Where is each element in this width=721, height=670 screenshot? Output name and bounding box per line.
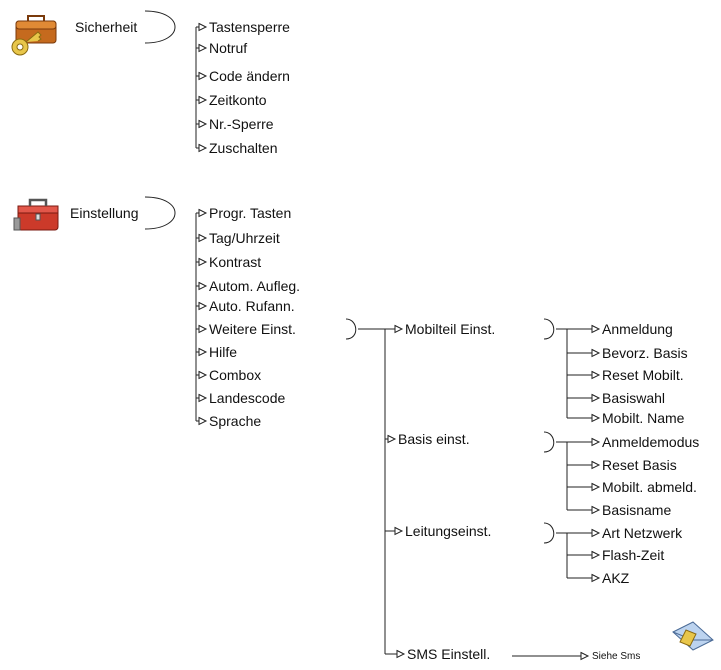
arrow-head <box>591 482 601 492</box>
einstellung-item-6: Hilfe <box>209 344 238 360</box>
briefcase-key-icon <box>11 15 57 56</box>
group-0-item-2: Reset Mobilt. <box>602 367 684 383</box>
einstellung-item-1: Tag/Uhrzeit <box>209 230 280 246</box>
sicherheit-item-3: Zeitkonto <box>209 92 267 108</box>
sicherheit-item-4: Nr.-Sperre <box>209 116 274 132</box>
group-1-item-1: Reset Basis <box>602 457 677 473</box>
arrow-head <box>591 550 601 560</box>
sicherheit-item-2: Code ändern <box>209 68 290 84</box>
menu-bracket <box>345 318 357 340</box>
group-1-item-3: Basisname <box>602 502 672 518</box>
sicherheit-item-5: Zuschalten <box>209 140 278 156</box>
sub-group-title-2: Leitungseinst. <box>405 523 492 539</box>
arrow-head <box>396 649 406 659</box>
arrow-head <box>394 324 404 334</box>
einstellung-item-3: Autom. Aufleg. <box>209 278 301 294</box>
arrow-head <box>591 324 601 334</box>
arrow-head <box>591 460 601 470</box>
toolbox-icon <box>13 198 59 231</box>
arrow-head <box>591 393 601 403</box>
group-2-item-0: Art Netzwerk <box>602 525 683 541</box>
arrow-head <box>591 573 601 583</box>
arrow-head <box>198 324 208 334</box>
arrow-head <box>591 413 601 423</box>
group-1-item-2: Mobilt. abmeld. <box>602 479 697 495</box>
arrow-head <box>198 119 208 129</box>
arrow-head <box>198 95 208 105</box>
einstellung-item-8: Landescode <box>209 390 286 406</box>
arrow-head <box>591 505 601 515</box>
menu-bracket <box>144 196 176 230</box>
arrow-head <box>198 281 208 291</box>
group-2-item-2: AKZ <box>602 570 630 586</box>
arrow-head <box>591 528 601 538</box>
menu-bracket <box>543 522 555 544</box>
arrow-head <box>591 437 601 447</box>
menu-bracket <box>144 10 176 44</box>
group-0-item-3: Basiswahl <box>602 390 666 406</box>
menu-bracket <box>543 431 555 453</box>
arrow-head <box>580 651 590 661</box>
group-2-item-1: Flash-Zeit <box>602 547 665 563</box>
arrow-head <box>198 43 208 53</box>
sms-envelope-icon <box>672 621 714 651</box>
arrow-head <box>591 348 601 358</box>
einstellung-item-2: Kontrast <box>209 254 262 270</box>
einstellung-item-5: Weitere Einst. <box>209 321 296 337</box>
group-0-item-4: Mobilt. Name <box>602 410 685 426</box>
einstellung-item-0: Progr. Tasten <box>209 205 292 221</box>
arrow-head <box>198 143 208 153</box>
arrow-head <box>198 347 208 357</box>
group-0-item-1: Bevorz. Basis <box>602 345 688 361</box>
sicherheit-item-1: Notruf <box>209 40 248 56</box>
arrow-head <box>591 370 601 380</box>
menu-bracket <box>543 318 555 340</box>
sicherheit-item-0: Tastensperre <box>209 19 290 35</box>
arrow-head <box>387 434 397 444</box>
arrow-head <box>198 416 208 426</box>
arrow-head <box>198 71 208 81</box>
arrow-head <box>198 257 208 267</box>
einstellung-item-4: Auto. Rufann. <box>209 298 295 314</box>
arrow-head <box>394 526 404 536</box>
group-1-item-0: Anmeldemodus <box>602 434 700 450</box>
einstellung-item-7: Combox <box>209 367 262 383</box>
arrow-head <box>198 393 208 403</box>
menu-title-sicherheit: Sicherheit <box>75 19 138 35</box>
siehe-sms-label: Siehe Sms <box>592 651 641 662</box>
arrow-head <box>198 301 208 311</box>
sub-group-title-1: Basis einst. <box>398 431 470 447</box>
einstellung-item-9: Sprache <box>209 413 262 429</box>
group-0-item-0: Anmeldung <box>602 321 673 337</box>
arrow-head <box>198 370 208 380</box>
sub-group-title-0: Mobilteil Einst. <box>405 321 496 337</box>
arrow-head <box>198 22 208 32</box>
sub-group-title-3: SMS Einstell. <box>407 646 491 662</box>
arrow-head <box>198 233 208 243</box>
menu-title-einstellung: Einstellung <box>70 205 139 221</box>
arrow-head <box>198 208 208 218</box>
